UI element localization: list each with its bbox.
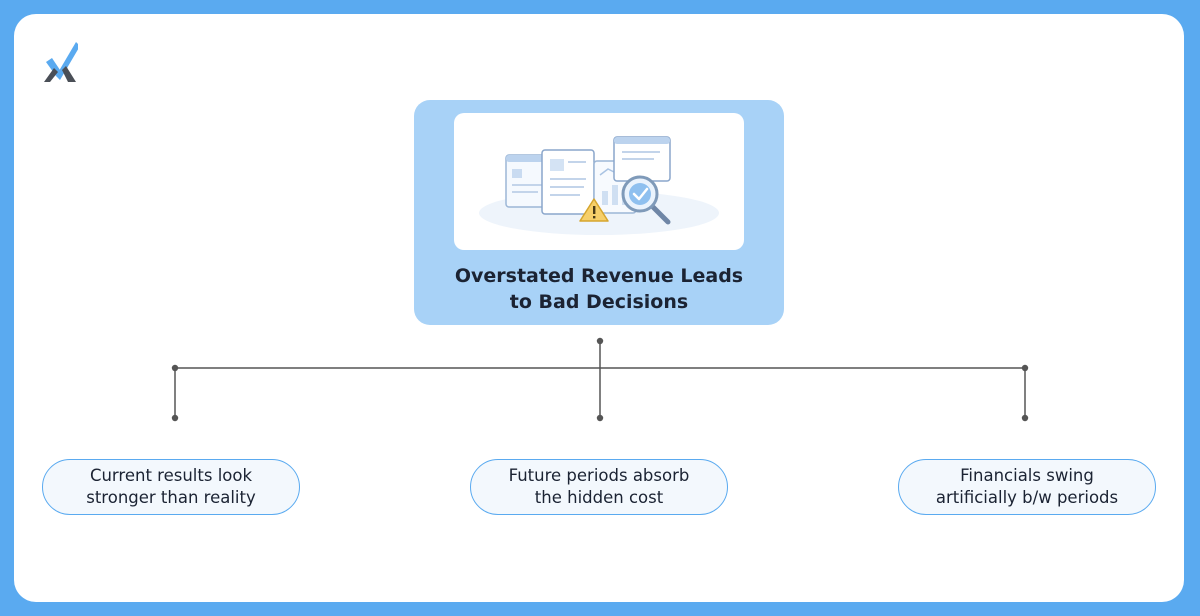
connector-dot [1021, 414, 1029, 422]
connector-dot [596, 337, 604, 345]
main-node: Overstated Revenue Leads to Bad Decision… [414, 100, 784, 325]
warning-icon [579, 198, 609, 222]
connector-dot [171, 364, 179, 372]
main-title: Overstated Revenue Leads to Bad Decision… [414, 263, 784, 315]
illustration-panel [454, 113, 744, 250]
connector-dot [171, 414, 179, 422]
window-document-icon [613, 136, 671, 182]
report-document-icon [541, 149, 595, 215]
outcome-text-line-2: artificially b/w periods [935, 488, 1119, 507]
magnifying-glass-check-icon [621, 175, 671, 225]
outcome-text-line-1: Future periods absorb [508, 466, 690, 485]
brand-logo-icon [44, 42, 78, 82]
outcome-text-line-2: stronger than reality [86, 488, 256, 507]
report-document-icon [505, 154, 549, 208]
outcome-text-line-1: Current results look [89, 466, 253, 485]
connector-dot [596, 414, 604, 422]
main-title-line-2: to Bad Decisions [509, 291, 689, 313]
outcome-text-line-2: the hidden cost [534, 488, 664, 507]
outcome-node-financials-swing: Financials swing artificially b/w period… [898, 459, 1156, 515]
outcome-node-current-results: Current results look stronger than reali… [42, 459, 300, 515]
outcome-node-future-periods: Future periods absorb the hidden cost [470, 459, 728, 515]
outcome-text-line-1: Financials swing [960, 466, 1094, 485]
connector-dot [1021, 364, 1029, 372]
documents-audit-illustration [479, 136, 719, 235]
main-title-line-1: Overstated Revenue Leads [454, 265, 744, 287]
